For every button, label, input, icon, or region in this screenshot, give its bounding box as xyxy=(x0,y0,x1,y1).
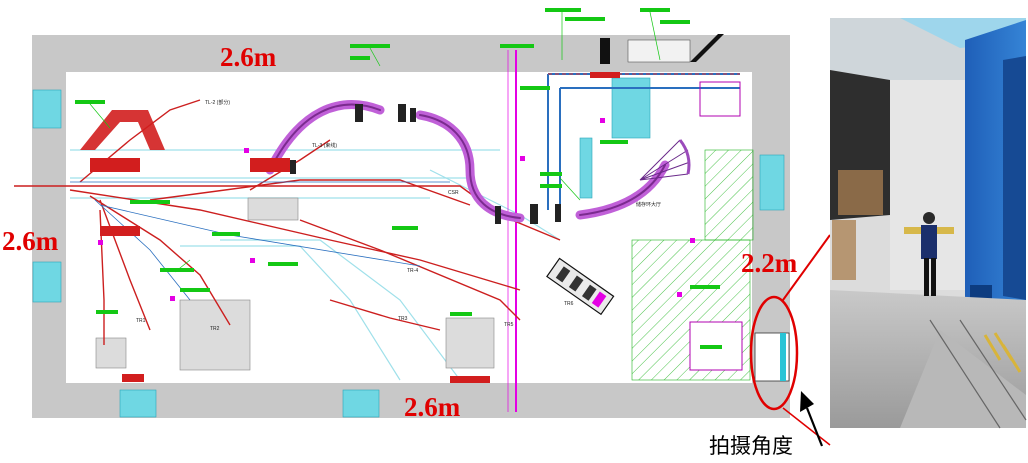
shield-area xyxy=(631,149,790,382)
camera-ellipse xyxy=(749,295,799,411)
label-tl2: TL-2 (部分) xyxy=(205,99,230,106)
label-tr3: TR3 xyxy=(398,316,408,322)
top-structure xyxy=(600,34,724,64)
camera-direction xyxy=(800,391,824,447)
annotation-leaders xyxy=(89,11,661,273)
dimension-bottom: 2.6m xyxy=(404,392,461,422)
floor-plan: TL-2 (部分) TL-3 (束线) CSR TR-4 TR3 TR5 TR6… xyxy=(2,8,831,446)
site-photo xyxy=(830,18,1027,429)
annotations xyxy=(75,8,722,349)
red-chevron xyxy=(80,110,165,150)
detector-box xyxy=(546,257,615,316)
label-tl3: TL-3 (束线) xyxy=(312,142,337,149)
label-tr4: TR-4 xyxy=(407,268,418,274)
dimension-top: 2.6m xyxy=(220,42,277,72)
label-tr5: TR5 xyxy=(504,322,514,328)
fan-magnet xyxy=(639,139,691,181)
dimension-left: 2.6m xyxy=(2,226,59,256)
inner-blocks xyxy=(95,197,495,371)
dimension-right: 2.2m xyxy=(741,248,798,278)
label-tr6: TR6 xyxy=(564,301,574,307)
magnets xyxy=(290,104,561,224)
red-shields xyxy=(90,72,620,383)
callout-line xyxy=(782,234,831,301)
label-csr: CSR xyxy=(448,190,459,196)
magenta-markers xyxy=(98,118,695,301)
caption-shooting-angle: 拍摄角度 xyxy=(709,434,793,458)
storage-ring xyxy=(265,100,670,223)
label-tr1: TR1 xyxy=(136,318,146,324)
beamline-upper-right xyxy=(547,73,741,210)
label-tr2: TR2 xyxy=(210,326,220,332)
label-hall: 储存环大厅 xyxy=(636,201,661,208)
person xyxy=(904,212,954,296)
